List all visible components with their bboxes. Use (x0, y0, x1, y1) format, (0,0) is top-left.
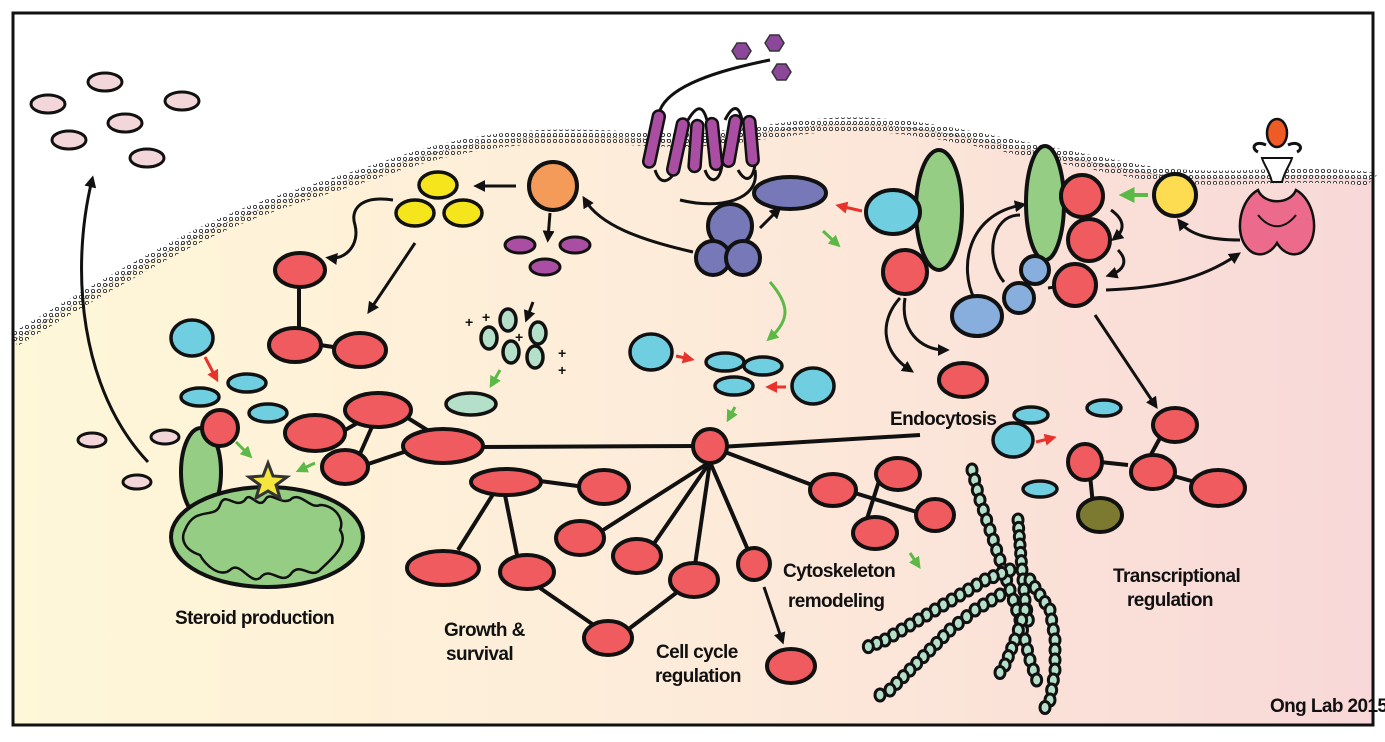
svg-text:+: + (558, 362, 566, 378)
red-arrow-left (203, 356, 219, 383)
red-arrow-mid-1 (675, 351, 695, 364)
mitochondrion (169, 426, 365, 589)
endocytosis-complex (821, 144, 1241, 399)
steroid-star-icon (244, 458, 292, 502)
actin-bead (861, 639, 875, 655)
label-growth-line1: Growth & (444, 620, 526, 641)
svg-text:+: + (482, 309, 490, 325)
green-arrow-mito-2 (295, 461, 316, 473)
label-transcription-line2: regulation (1127, 590, 1213, 611)
arrow-to-mint (523, 301, 536, 323)
svg-text:+: + (515, 329, 523, 345)
actin-bead (968, 602, 982, 618)
arrow-receptor-to-yellow (1177, 218, 1241, 242)
gpcr-receptor (641, 58, 771, 206)
actin-bead (993, 665, 1007, 680)
blue-cluster-left (169, 318, 289, 424)
transcription-network (991, 314, 1247, 534)
green-arrow-cytoskeleton (908, 552, 921, 569)
arrow-gprotein-to-orange (582, 195, 694, 254)
yellow-messengers (394, 170, 484, 228)
label-steroid-production: Steroid production (175, 608, 334, 629)
actin-bead (960, 609, 974, 625)
wavy-arrow (325, 197, 394, 265)
secretion-arrow (80, 175, 150, 464)
label-cellcycle-line2: regulation (655, 666, 741, 687)
credit-text: Ong Lab 2015 (1270, 696, 1385, 717)
orange-effector (527, 160, 579, 212)
label-cytoskeleton-line2: remodeling (788, 591, 884, 612)
green-arrow-mint (489, 369, 502, 389)
green-curve-arrow (766, 281, 787, 342)
actin-bead (1038, 700, 1052, 715)
actin-filaments (861, 462, 1062, 715)
green-arrow-mito-1 (234, 440, 253, 459)
red-network-central (283, 391, 921, 685)
label-transcription-line1: Transcriptional (1113, 566, 1240, 587)
secreted-steroids (29, 71, 201, 491)
green-arrow-endocytosis (821, 229, 841, 248)
red-cluster-upper (267, 251, 388, 369)
label-growth-line2: survival (446, 644, 513, 665)
purple-messengers (503, 235, 592, 277)
receptor-kinase (1238, 117, 1316, 256)
yellow-adaptor (1152, 172, 1198, 218)
arrow-galpha (758, 206, 782, 230)
red-node-mito (200, 408, 240, 448)
arrow-to-receptor (1105, 252, 1241, 292)
red-cluster-cytoskeleton (808, 456, 956, 551)
blue-cluster-middle (628, 332, 836, 406)
svg-text:+: + (465, 314, 473, 330)
actin-bead (873, 687, 887, 703)
mint-subunits (444, 307, 548, 417)
label-cytoskeleton-line1: Cytoskeleton (783, 561, 895, 582)
actin-bead (951, 615, 965, 631)
g-protein (694, 175, 828, 277)
figure-frame (11, 11, 1375, 727)
red-arrow-endocytosis (835, 201, 863, 214)
green-arrow-mid (726, 406, 738, 423)
arrow-to-purple (542, 212, 555, 243)
svg-text:+: + (558, 345, 566, 361)
label-cellcycle-line1: Cell cycle (656, 642, 738, 663)
actin-bead (883, 682, 897, 698)
actin-bead (1030, 672, 1044, 688)
ion-symbols: + + + + + (465, 309, 566, 378)
label-endocytosis: Endocytosis (890, 409, 996, 430)
arrow-cellcycle (762, 586, 786, 645)
ligand-hexagons (731, 34, 792, 81)
arrow-yellow-to-red (367, 242, 417, 314)
